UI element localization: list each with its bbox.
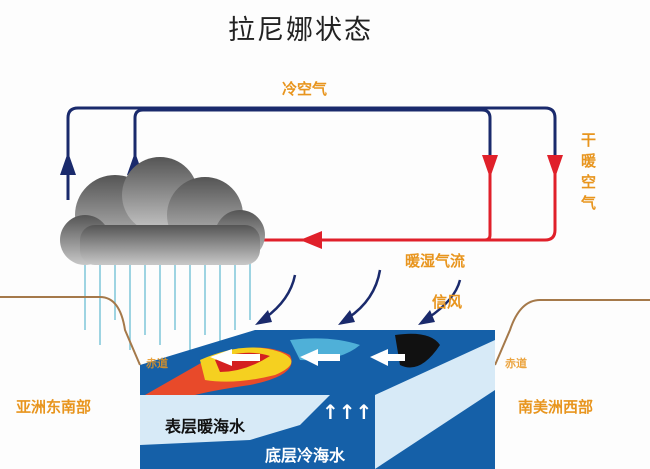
ocean-block <box>140 330 495 469</box>
deep-cold-water-label: 底层冷海水 <box>265 446 346 465</box>
warm-moist-flow-label: 暖湿气流 <box>405 252 466 270</box>
current-arrows <box>210 349 405 366</box>
rain-cloud-icon <box>60 157 265 265</box>
wind-arrowheads <box>255 310 435 325</box>
land-outline <box>0 296 650 366</box>
equator-left-label: 赤道 <box>146 357 168 370</box>
southeast-asia-label: 亚洲东南部 <box>16 398 92 416</box>
trade-wind-label: 信风 <box>432 293 463 311</box>
down-arrow-icon <box>547 155 563 178</box>
page-title: 拉尼娜状态 <box>228 15 373 46</box>
trade-wind-arrows <box>264 269 462 320</box>
rain <box>84 255 251 350</box>
west-south-america-label: 南美洲西部 <box>518 398 594 416</box>
left-arrow-icon <box>300 231 322 249</box>
upwelling-arrows: ↑↑↑ <box>322 400 373 424</box>
cold-air-label: 冷空气 <box>282 80 328 98</box>
up-arrow-icon <box>60 152 76 175</box>
warm-air-loop <box>230 165 557 242</box>
down-arrow-icon <box>482 155 498 178</box>
equator-right-label: 赤道 <box>505 357 527 370</box>
cold-air-loop <box>66 106 557 200</box>
surface-warm-water-label: 表层暖海水 <box>165 417 246 436</box>
dry-warm-air-label: 干暖空气 <box>579 132 597 216</box>
